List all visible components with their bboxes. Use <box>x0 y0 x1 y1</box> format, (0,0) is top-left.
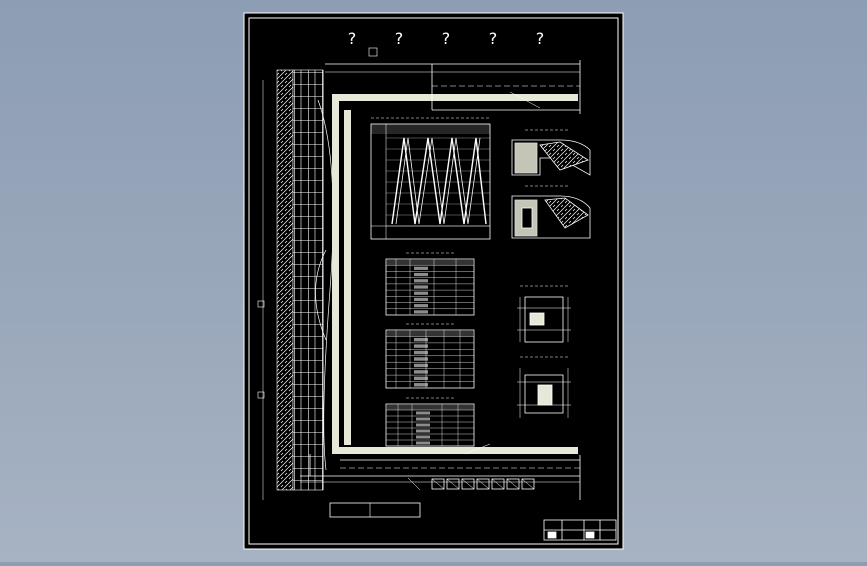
bottom-block-row <box>431 478 535 490</box>
bottom-block <box>521 478 535 490</box>
table-cell-fill <box>416 429 430 433</box>
data-tables <box>385 252 475 447</box>
portal-profile-2 <box>511 185 591 239</box>
title-block <box>543 519 617 541</box>
zigzag-line <box>391 137 487 225</box>
bottom-block-diagonal <box>521 478 535 490</box>
table-cell-fill <box>414 350 428 355</box>
left-dim-mark-2 <box>257 391 265 399</box>
table-cell-fill <box>414 363 428 368</box>
top-marker <box>368 47 378 57</box>
bottom-block-diagonal <box>446 478 460 490</box>
table-header-row <box>387 405 473 410</box>
cross-section-1 <box>517 285 571 343</box>
header-mark: ? <box>348 29 357 48</box>
table-cell-fill <box>414 285 428 289</box>
bottom-base-box <box>329 502 421 518</box>
table-cell-fill <box>416 417 430 421</box>
table-cell-fill <box>414 383 428 387</box>
leader-2 <box>464 443 491 455</box>
table-cell-fill <box>414 266 428 270</box>
bottom-block <box>431 478 445 490</box>
table-cell-fill <box>414 310 428 314</box>
leader-1 <box>509 91 541 109</box>
masonry-column <box>292 69 324 491</box>
rubble-fill <box>276 69 294 491</box>
table-cell-fill <box>416 411 430 415</box>
table-cell-fill <box>414 279 428 283</box>
table-cell-fill <box>416 435 430 439</box>
header-mark: ? <box>395 29 404 48</box>
zigzag-chart <box>370 117 491 240</box>
table-cell-fill <box>414 357 428 361</box>
header-mark: ? <box>536 29 545 48</box>
header-mark: ? <box>442 29 451 48</box>
bottom-block <box>446 478 460 490</box>
bottom-block <box>506 478 520 490</box>
table-cell-fill <box>414 344 428 348</box>
tunnel-curve-left <box>317 99 334 471</box>
bottom-block-diagonal <box>491 478 505 490</box>
header-mark: ? <box>489 29 498 48</box>
bottom-block-diagonal <box>461 478 475 490</box>
bottom-block <box>461 478 475 490</box>
bottom-block <box>476 478 490 490</box>
table-cell-fill <box>414 376 428 381</box>
leader-3 <box>407 477 421 491</box>
tunnel-curve-arc <box>315 249 327 341</box>
portal-profile-1 <box>511 129 591 176</box>
table-cell-fill <box>414 337 428 342</box>
bottom-block <box>491 478 505 490</box>
cross-section-2 <box>517 356 571 418</box>
bottom-block-diagonal <box>506 478 520 490</box>
table-cell-fill <box>416 441 430 445</box>
header-marks: ????? <box>348 29 545 48</box>
table-cell-fill <box>414 304 428 308</box>
table-cell-fill <box>414 297 428 302</box>
table-frame <box>385 403 475 447</box>
table-cell-fill <box>414 291 428 295</box>
table-frame <box>385 329 475 389</box>
table-header-row <box>387 260 473 266</box>
table-frame <box>385 258 475 316</box>
left-dim-mark-1 <box>257 300 265 308</box>
table-cell-fill <box>414 272 428 277</box>
table-cell-fill <box>414 370 428 374</box>
sheet-inner-border <box>248 17 619 545</box>
bottom-block-diagonal <box>431 478 445 490</box>
table-header-row <box>387 331 473 337</box>
table-cell-fill <box>416 423 430 427</box>
inner-wall-strip <box>344 110 351 445</box>
zigzag-line-2 <box>395 137 481 225</box>
bottom-block-diagonal <box>476 478 490 490</box>
